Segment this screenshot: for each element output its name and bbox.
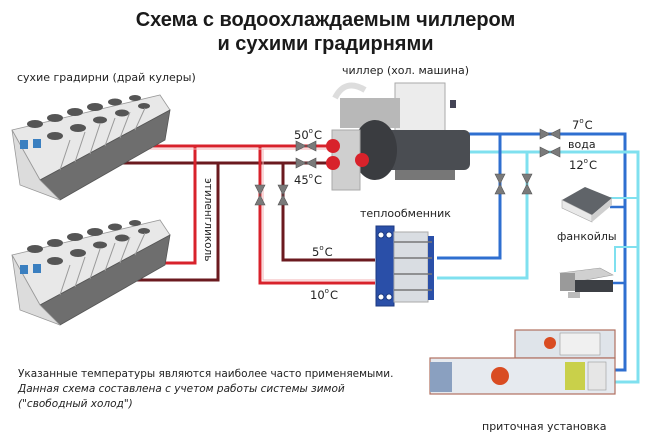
- degree-sign: o: [579, 117, 584, 125]
- valve-water-return[interactable]: [539, 146, 561, 158]
- label-fancoils: фанкойлы: [557, 230, 617, 243]
- temp-water-return: 12oC: [569, 157, 597, 172]
- temp-glycol-hot: 50oC: [294, 127, 322, 142]
- pipe-fancoil2-return: [614, 246, 638, 248]
- label-glycol: этиленгликоль: [202, 178, 214, 262]
- degree-sign: o: [319, 244, 324, 252]
- valves: [254, 128, 561, 206]
- label-chiller: чиллер (хол. машина): [342, 64, 469, 77]
- note-temperatures: Указанные температуры являются наиболее …: [18, 368, 394, 380]
- temp-value: 50: [294, 128, 309, 142]
- temp-unit: C: [329, 288, 338, 302]
- degree-sign: o: [583, 157, 588, 165]
- diagram-title-line2: и сухими градирнями: [217, 33, 434, 55]
- temp-unit: C: [584, 118, 593, 132]
- temp-value: 10: [310, 288, 325, 302]
- diagram-title-line1: Схема с водоохлаждаемым чиллером: [135, 9, 516, 31]
- dry-cooler-lower: [11, 219, 171, 326]
- plate-heat-exchanger: [375, 225, 434, 307]
- dry-cooler-upper: [11, 94, 171, 201]
- degree-sign: o: [308, 127, 313, 135]
- temp-value: 7: [572, 118, 580, 132]
- temp-unit: C: [588, 158, 597, 172]
- chiller-unit: [326, 82, 470, 191]
- fancoil-cassette: [561, 187, 612, 223]
- note-winter-scheme: Данная схема составлена с учетом работы …: [18, 383, 345, 395]
- temp-glycol-return: 45oC: [294, 172, 322, 187]
- valve-glycol-hot[interactable]: [295, 140, 317, 152]
- valve-water-hx-supply[interactable]: [494, 173, 506, 195]
- valve-water-hx-return[interactable]: [521, 173, 533, 195]
- valve-glycol-hx-return[interactable]: [277, 184, 289, 206]
- temp-water-supply: 7oC: [572, 117, 593, 132]
- valve-water-supply[interactable]: [539, 128, 561, 140]
- temp-unit: C: [313, 173, 322, 187]
- temp-value: 12: [569, 158, 584, 172]
- air-handling-unit: [429, 329, 616, 395]
- label-water: вода: [568, 138, 596, 151]
- temp-unit: C: [324, 245, 333, 259]
- valve-glycol-return[interactable]: [295, 157, 317, 169]
- label-ahu: приточная установка: [482, 420, 607, 433]
- temp-value: 5: [312, 245, 320, 259]
- temp-value: 45: [294, 173, 309, 187]
- label-dry-coolers: сухие градирни (драй кулеры): [17, 71, 196, 84]
- temp-hx-out: 5oC: [312, 244, 333, 259]
- degree-sign: o: [308, 172, 313, 180]
- degree-sign: o: [324, 287, 329, 295]
- temp-hx-in: 10oC: [310, 287, 338, 302]
- temp-unit: C: [313, 128, 322, 142]
- valve-glycol-hx-hot[interactable]: [254, 184, 266, 206]
- label-heat-exchanger: теплообменник: [360, 207, 451, 220]
- fancoil-ducted: [559, 267, 614, 298]
- note-free-cooling: ("свободный холод"): [18, 398, 133, 410]
